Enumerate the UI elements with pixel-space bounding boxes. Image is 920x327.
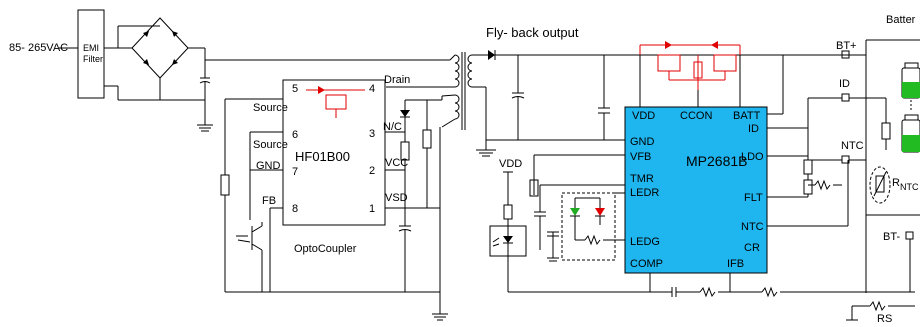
input-voltage-label: 85- 265VAC — [9, 42, 68, 54]
id-terminal — [841, 93, 850, 102]
gnd-label: GND — [256, 160, 281, 172]
pin-3: 3 — [369, 128, 375, 140]
optocoupler-label: OptoCoupler — [294, 243, 357, 255]
pin-ntc: NTC — [741, 221, 764, 233]
pin-2: 2 — [369, 165, 375, 177]
pin-flt: FLT — [744, 192, 763, 204]
controller-mosfet — [306, 86, 365, 118]
source-label-2: Source — [253, 139, 288, 151]
drain-label: Drain — [384, 74, 410, 86]
pin-7: 7 — [292, 166, 298, 178]
pin-vdd: VDD — [632, 110, 655, 122]
mp2681b-part-label: MP2681B — [686, 153, 747, 169]
pin-4: 4 — [369, 83, 375, 95]
rntc-thermistor — [869, 166, 891, 204]
pin-ifb: IFB — [727, 258, 744, 270]
pin-tmr: TMR — [630, 173, 654, 185]
bt-minus-terminal — [905, 231, 914, 240]
pin-cr: CR — [744, 242, 760, 254]
rntc-sub-label: NTC — [900, 182, 919, 192]
emi-filter-label-1: EMI — [83, 43, 99, 53]
bt-plus-label: BT+ — [836, 40, 856, 52]
optocoupler-transistor — [236, 222, 263, 292]
rs-label: RS — [877, 313, 892, 325]
ccon-mosfet-pair — [639, 41, 741, 90]
rntc-label: R — [892, 177, 900, 189]
emi-filter-label-2: Filter — [83, 54, 103, 64]
mp2681b-chip — [624, 106, 768, 274]
transformer — [454, 52, 473, 130]
opto-led-icon — [503, 236, 513, 243]
battery-cells — [901, 62, 920, 153]
vdd-source-label: VDD — [499, 158, 522, 170]
output-diode-icon — [488, 50, 495, 60]
pin-id: ID — [748, 123, 759, 135]
id-label: ID — [839, 78, 850, 90]
pin-1: 1 — [369, 203, 375, 215]
pin-gnd: GND — [630, 136, 655, 148]
source-label-1: Source — [253, 102, 288, 114]
pin-5: 5 — [292, 83, 298, 95]
pin-ccon: CCON — [680, 110, 712, 122]
vcc-diode-icon — [400, 110, 410, 117]
status-led-pair — [561, 192, 625, 261]
pin-ledg: LEDG — [630, 236, 660, 248]
pin-comp: COMP — [630, 258, 663, 270]
pin-ldo: LDO — [741, 151, 764, 163]
battery-title: Batter — [886, 14, 916, 26]
vsd-label: VSD — [385, 192, 408, 204]
bt-minus-label: BT- — [883, 231, 900, 243]
bridge-rectifier — [118, 17, 189, 101]
hf01b00-chip — [282, 79, 386, 226]
nc-label: N/C — [383, 121, 402, 133]
fb-label: FB — [262, 195, 276, 207]
pin-ledr: LEDR — [630, 187, 659, 199]
hf01b00-part-label: HF01B00 — [295, 149, 350, 164]
pin-batt: BATT — [733, 110, 761, 122]
pin-6: 6 — [292, 129, 298, 141]
pin-vfb: VFB — [630, 151, 651, 163]
pin-8: 8 — [292, 203, 298, 215]
flyback-output-label: Fly- back output — [486, 25, 579, 40]
emi-filter-box — [77, 9, 105, 99]
ntc-label: NTC — [841, 140, 864, 152]
